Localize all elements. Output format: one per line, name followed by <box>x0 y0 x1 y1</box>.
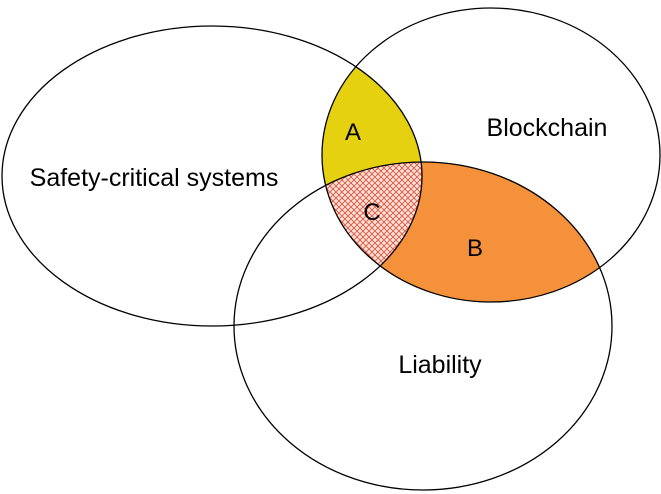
safety-critical-systems-label: Safety-critical systems <box>30 164 279 192</box>
blockchain-ellipse <box>321 7 661 303</box>
liability-ellipse <box>233 161 613 491</box>
region-b-label: B <box>467 235 483 262</box>
liability-label: Liability <box>398 351 482 379</box>
blockchain-label: Blockchain <box>487 114 608 142</box>
region-c-label: C <box>363 199 380 226</box>
region-a-label: A <box>345 119 361 146</box>
safety-critical-systems-ellipse <box>1 25 423 327</box>
